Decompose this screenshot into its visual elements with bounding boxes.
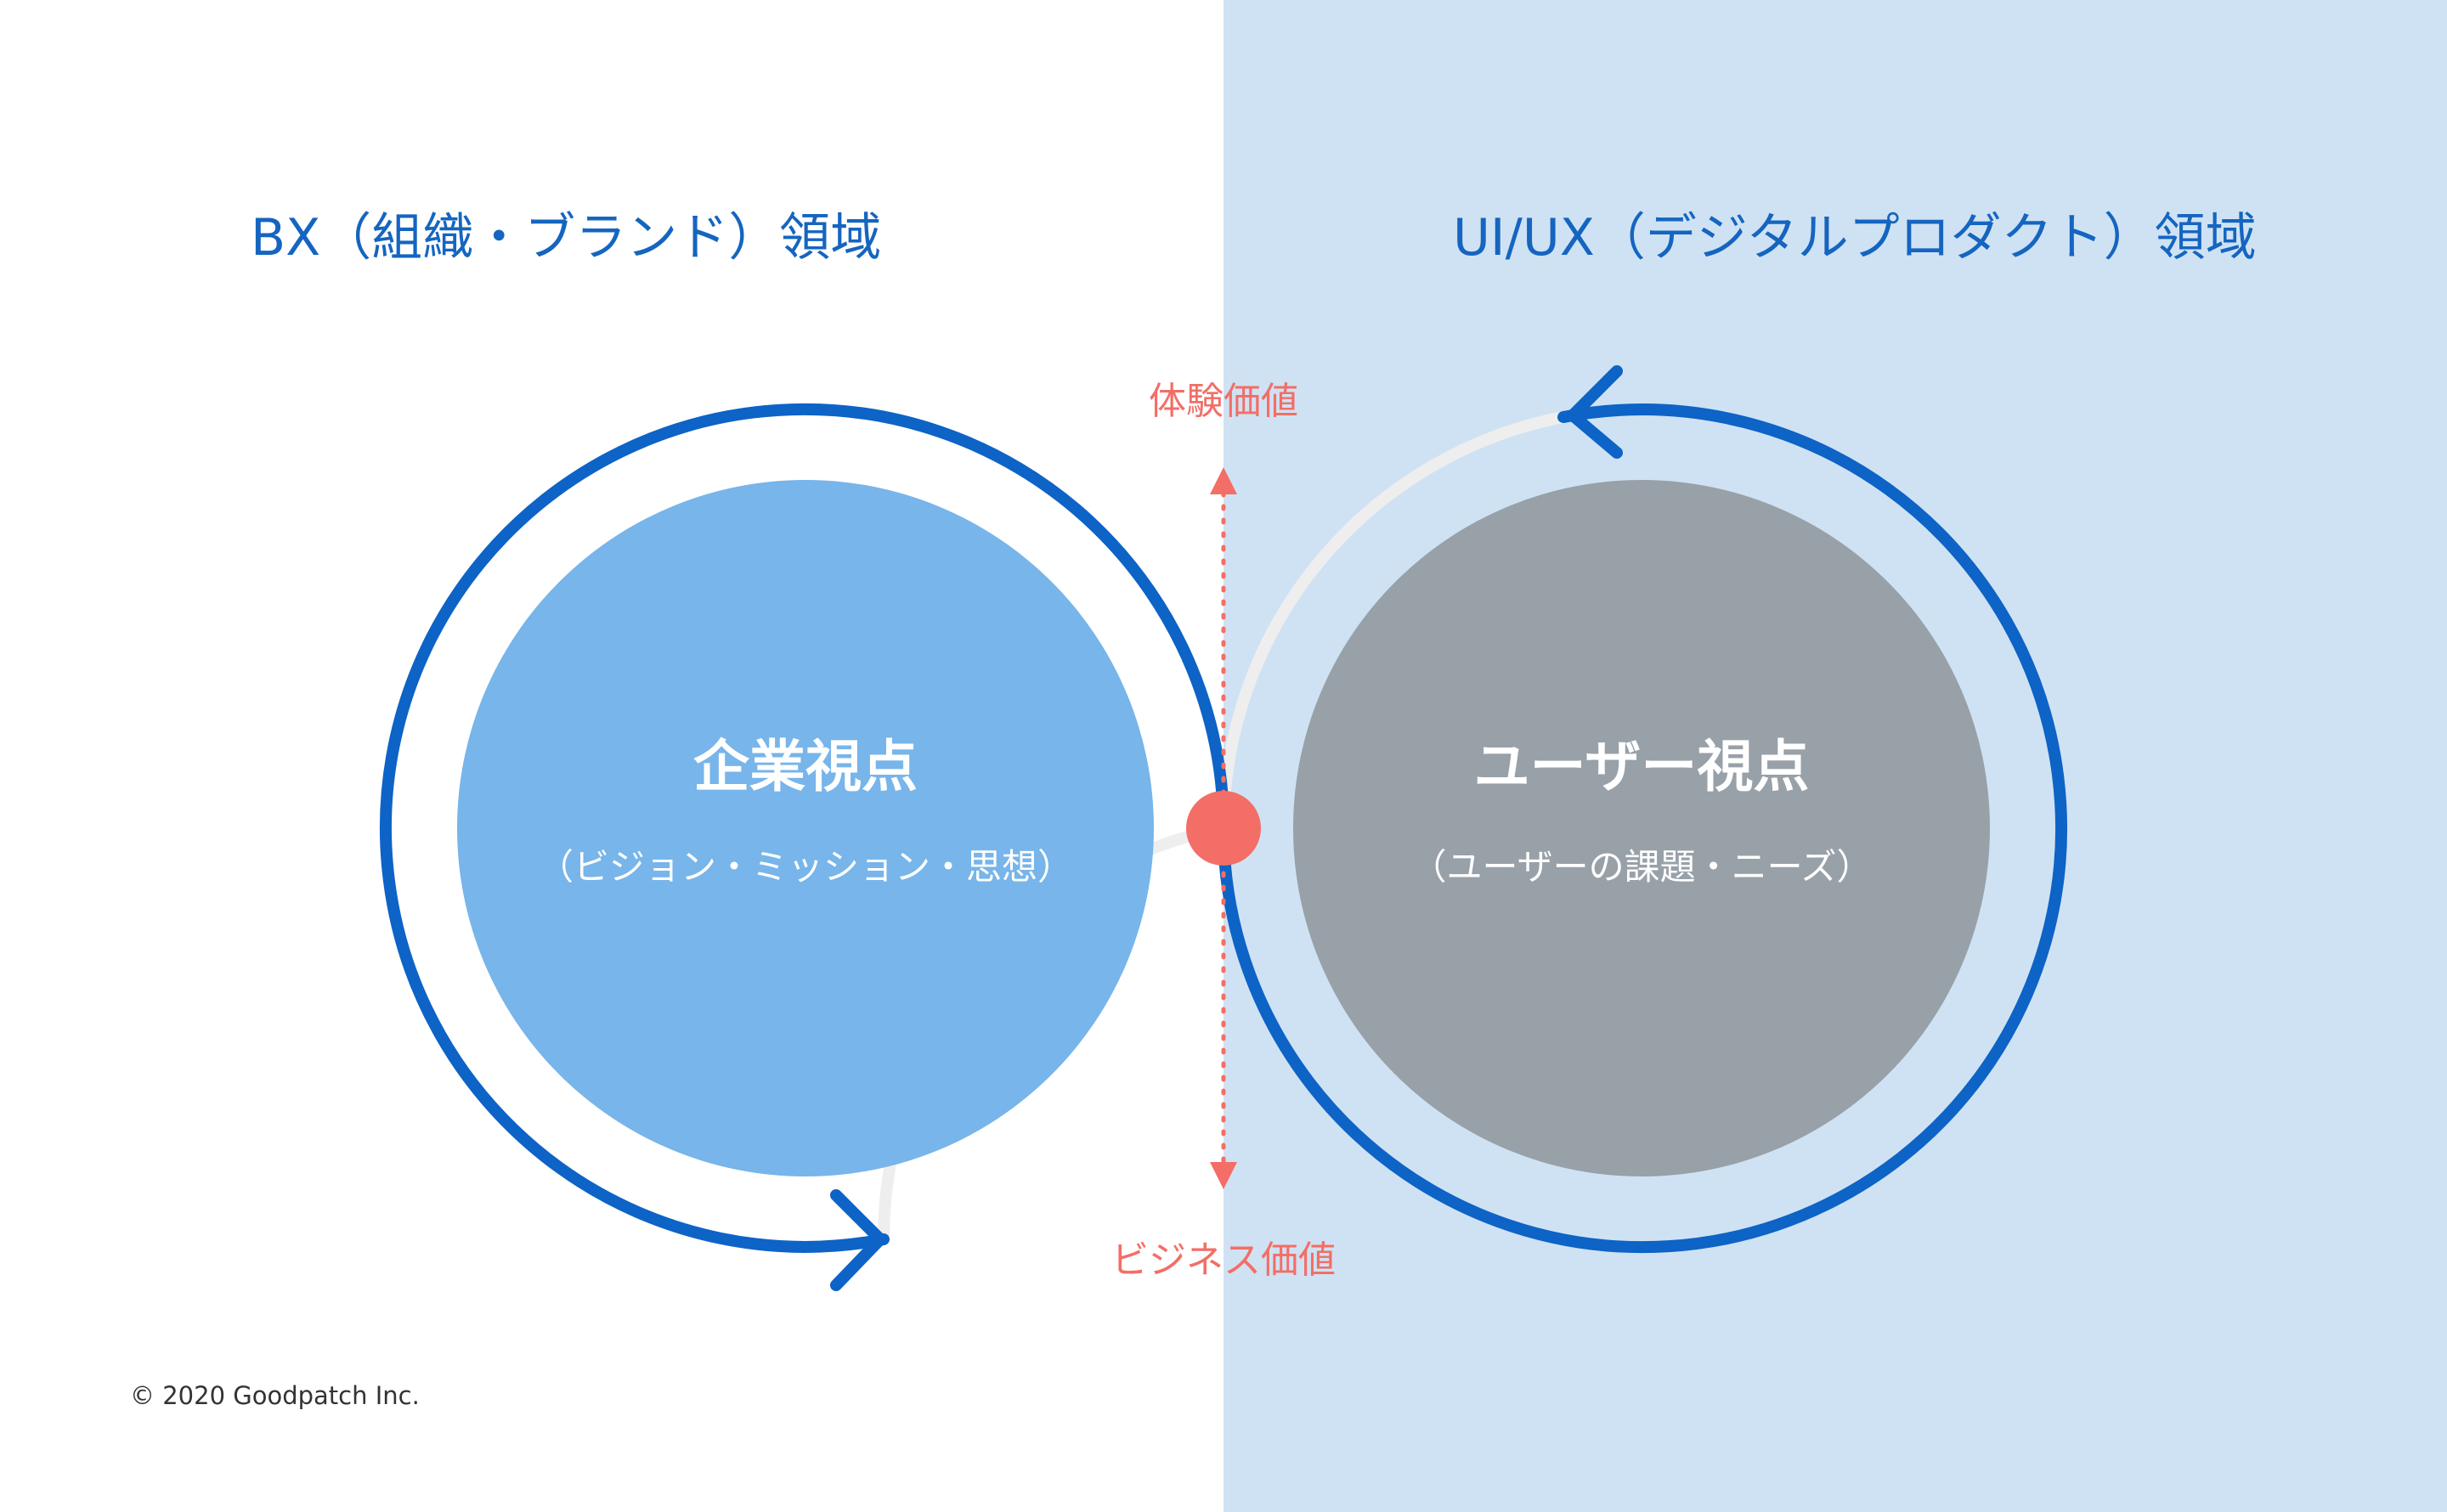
copyright-text: © 2020 Goodpatch Inc. [130,1381,420,1410]
triangle-down-icon [1210,1162,1237,1189]
left-region-heading: BX（組織・ブランド）領域 [251,208,881,268]
user-circle-subtitle: （ユーザーの課題・ニーズ） [1410,846,1872,888]
experience-value-label: 体験価値 [1149,380,1298,423]
business-value-label: ビジネス価値 [1111,1238,1336,1282]
circle-dot-icon [1186,791,1261,866]
triangle-up-icon [1210,467,1237,494]
right-cycle-track [1218,411,1569,834]
corporate-circle-subtitle: （ビジョン・ミッション・思想） [538,846,1073,888]
arrow-left-icon [1567,365,1623,459]
arrow-right-icon [830,1189,886,1291]
corporate-perspective-circle [457,480,1154,1176]
user-circle-title: ユーザー視点 [1474,734,1810,799]
left-cycle-arc [380,403,1229,1253]
right-cycle-arc [1218,403,2067,1254]
right-region-heading: UI/UX（デジタルプロダクト）領域 [1453,208,2257,268]
user-perspective-circle [1293,480,1990,1176]
corporate-circle-title: 企業視点 [693,734,918,799]
